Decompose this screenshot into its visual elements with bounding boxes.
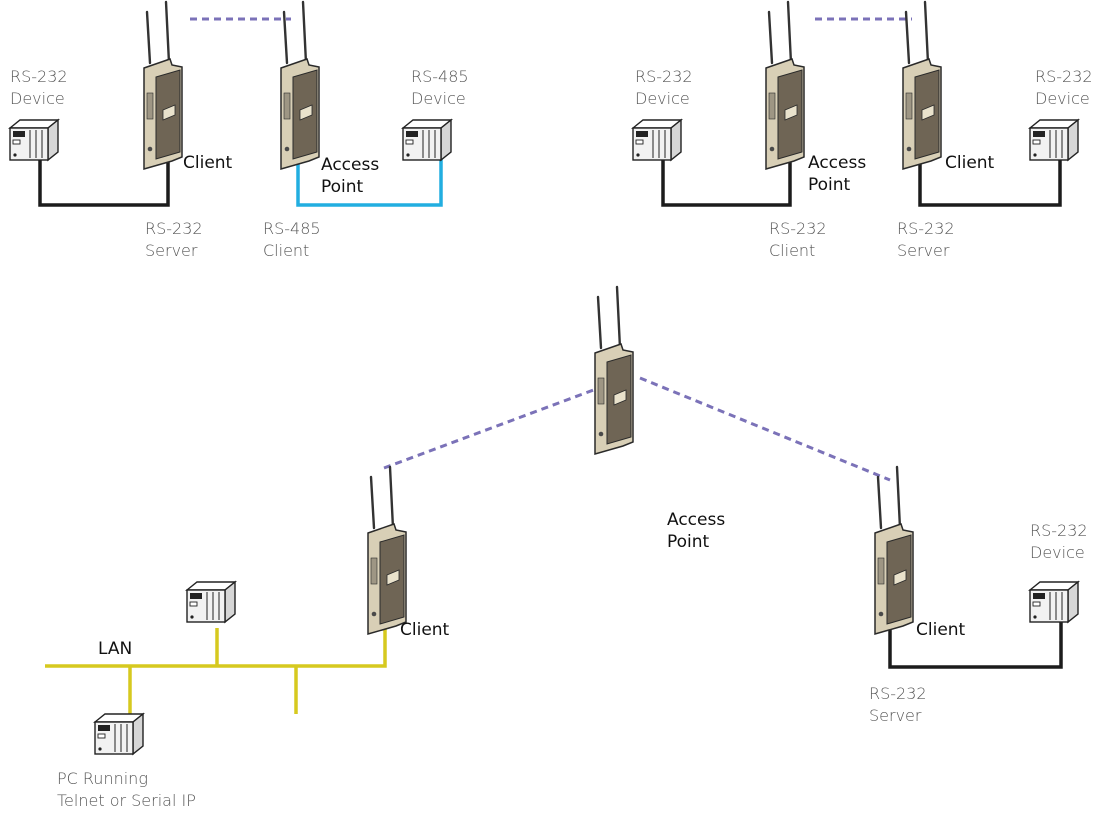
rs232-cable (918, 150, 1062, 207)
wireless-radio-icon (873, 465, 915, 636)
wireless-radio-icon (279, 0, 321, 171)
rs485-cable (296, 150, 443, 207)
serial-device-icon (1029, 119, 1079, 161)
wireless-radio-icon (366, 465, 408, 636)
rs232-cable (38, 152, 170, 207)
wireless-radio-icon (901, 0, 943, 171)
serial-device-icon (94, 713, 144, 755)
rs232-cable (661, 150, 792, 207)
wireless-radio-icon (764, 0, 806, 171)
scenario-1 (9, 0, 452, 207)
wireless-radio-icon (593, 285, 635, 456)
serial-device-icon (632, 119, 682, 161)
serial-device-icon (9, 119, 59, 161)
wireless-link (383, 383, 608, 470)
serial-device-icon (1029, 581, 1079, 623)
rs232-cable (888, 615, 1063, 669)
lan-bus (45, 620, 387, 668)
wireless-radio-icon (142, 0, 184, 171)
serial-device-icon (402, 119, 452, 161)
scenario-3 (45, 285, 1079, 755)
client-label: Client (400, 620, 450, 640)
scenario-2 (632, 0, 1079, 207)
client-label: Client (183, 153, 233, 173)
lan-label: LAN (98, 639, 133, 659)
serial-device-icon (186, 581, 236, 623)
wireless-link (639, 376, 891, 482)
client-label: Client (945, 153, 995, 173)
client-label: Client (916, 620, 966, 640)
